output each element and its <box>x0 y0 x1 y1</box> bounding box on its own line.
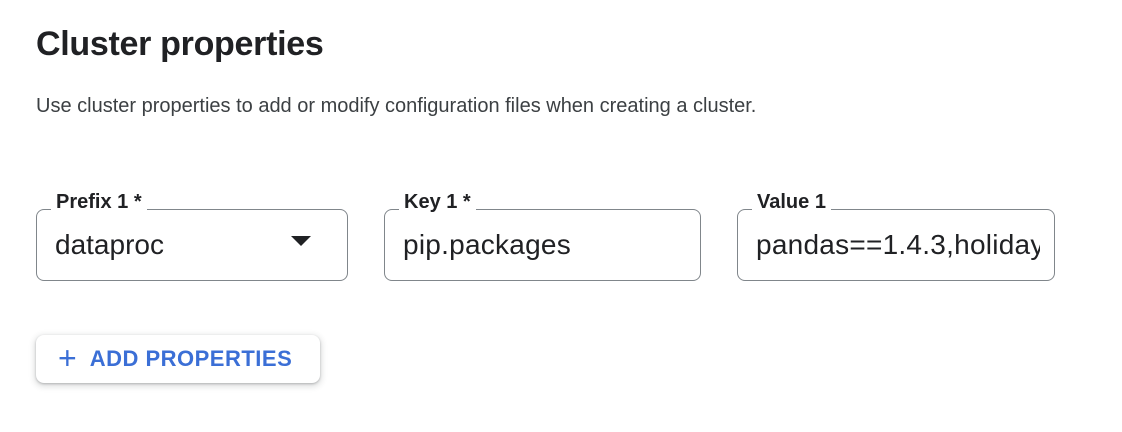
plus-icon: + <box>58 339 77 376</box>
key-field-label: Key 1 * <box>399 190 476 214</box>
prefix-select[interactable]: dataproc <box>37 210 347 280</box>
page-title: Cluster properties <box>36 25 324 63</box>
prefix-field-label: Prefix 1 * <box>51 190 147 214</box>
add-properties-button[interactable]: + ADD PROPERTIES <box>36 335 321 383</box>
page-description: Use cluster properties to add or modify … <box>36 95 757 117</box>
key-field: Key 1 * <box>384 190 701 281</box>
value-input[interactable] <box>738 210 1040 280</box>
value-field-label: Value 1 <box>752 190 831 214</box>
prefix-select-value: dataproc <box>55 229 164 260</box>
value-field: Value 1 <box>737 190 1055 281</box>
key-input[interactable] <box>385 210 700 280</box>
dropdown-arrow-icon <box>291 236 311 246</box>
add-properties-label: ADD PROPERTIES <box>89 346 293 371</box>
prefix-field: Prefix 1 * dataproc <box>36 190 348 281</box>
